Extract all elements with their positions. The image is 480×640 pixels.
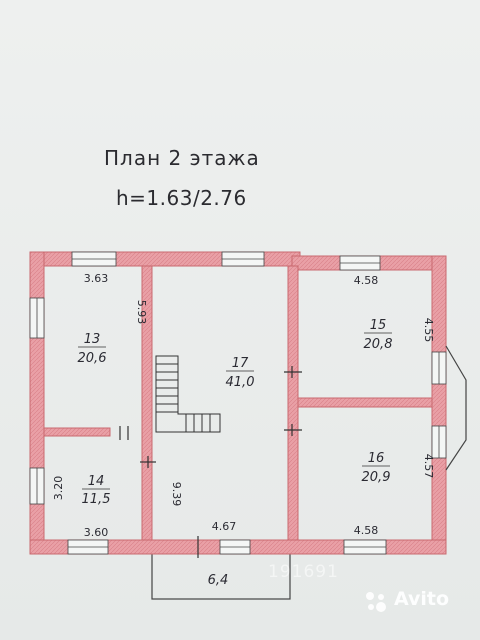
watermark-brand: Avito — [394, 588, 450, 610]
room17-width-dim: 4.67 — [212, 520, 237, 533]
svg-text:41,0: 41,0 — [226, 375, 255, 390]
interior-walls — [43, 265, 433, 541]
right-bay — [445, 345, 467, 471]
room-15-label: 15 20,8 — [364, 318, 393, 352]
svg-text:20,6: 20,6 — [78, 351, 107, 366]
svg-text:17: 17 — [232, 356, 249, 371]
room13-width-dim: 3.63 — [84, 272, 109, 285]
svg-text:20,9: 20,9 — [362, 470, 391, 485]
avito-logo-icon — [366, 592, 386, 612]
room16-length-dim: 4.57 — [422, 454, 435, 479]
room14-length-dim: 3.20 — [52, 476, 65, 501]
dimension-labels: 3.63 5.93 3.60 3.20 4.58 4.55 4.58 4.57 … — [52, 272, 435, 588]
room16-width-dim: 4.58 — [354, 524, 379, 537]
room-13-label: 13 20,6 — [78, 332, 107, 366]
room-16-label: 16 20,9 — [362, 451, 391, 485]
room15-length-dim: 4.55 — [422, 318, 435, 343]
room14-width-dim: 3.60 — [84, 526, 109, 539]
svg-text:13: 13 — [84, 332, 101, 347]
watermark-listing-number: 191691 — [268, 562, 339, 582]
room15-width-dim: 4.58 — [354, 274, 379, 287]
plan-title: План 2 этажа — [104, 146, 260, 170]
svg-text:11,5: 11,5 — [82, 492, 111, 507]
svg-text:15: 15 — [370, 318, 387, 333]
room13-length-dim: 5.93 — [135, 300, 148, 325]
ceiling-height-note: h=1.63/2.76 — [116, 186, 247, 210]
doors — [119, 366, 302, 558]
room-17-label: 17 41,0 — [226, 356, 255, 390]
svg-text:20,8: 20,8 — [364, 337, 393, 352]
room-14-label: 14 11,5 — [82, 474, 111, 507]
svg-text:16: 16 — [368, 451, 385, 466]
windows — [29, 251, 447, 555]
balcony-area: 6,4 — [208, 573, 229, 588]
svg-text:14: 14 — [88, 474, 105, 489]
stairs — [155, 355, 221, 433]
room17-length-dim: 9.39 — [170, 482, 183, 507]
